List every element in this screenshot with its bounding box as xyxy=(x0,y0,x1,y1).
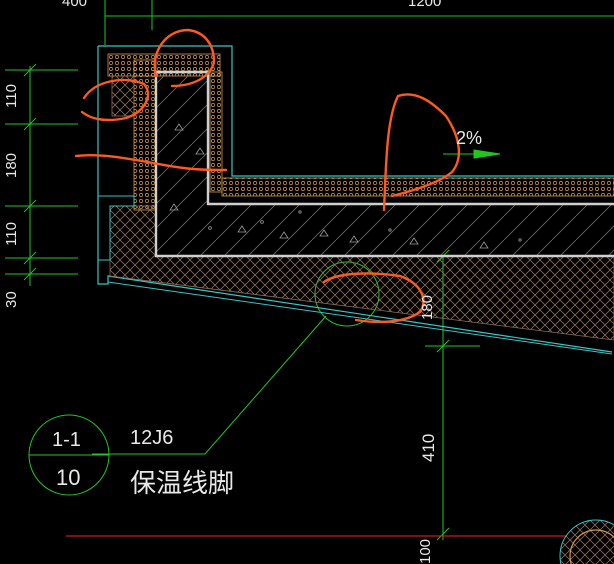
caption: 保温线脚 xyxy=(130,468,234,498)
corner-detail xyxy=(559,519,614,564)
dim-top-left: 400 xyxy=(62,0,87,10)
dim-left-180: 180 xyxy=(3,153,20,178)
slab-outline-bottom xyxy=(154,72,614,258)
insulation-parapet xyxy=(209,71,223,193)
aggregate-marks xyxy=(169,123,522,249)
bubble-top-label: 1-1 xyxy=(52,429,81,451)
dim-right-180: 180 xyxy=(419,295,436,320)
hatch-left-box xyxy=(111,75,135,117)
markup-left-loop xyxy=(80,78,150,122)
reference-code: 12J6 xyxy=(130,427,173,449)
dim-right-410: 410 xyxy=(419,434,438,462)
markup-top-loop xyxy=(153,28,216,88)
step xyxy=(98,195,135,261)
hand-markups xyxy=(74,28,461,324)
dim-left-110-a: 110 xyxy=(3,84,20,108)
insulation-roof xyxy=(221,177,614,197)
dim-left-30: 30 xyxy=(3,291,20,308)
markup-right-loop xyxy=(382,93,461,212)
slope-label: 2% xyxy=(456,128,482,148)
reference-bubble xyxy=(28,414,110,496)
dimension-lines xyxy=(5,0,614,541)
dim-bottom-right: 100 xyxy=(417,539,434,564)
concrete-slab xyxy=(156,72,614,256)
dim-top-right: 1200 xyxy=(408,0,441,10)
dim-left-110-b: 110 xyxy=(3,222,20,246)
markup-left-line xyxy=(74,154,228,172)
bubble-bottom-label: 10 xyxy=(56,465,80,490)
slope-arrow xyxy=(443,149,501,159)
markup-bottom-loop xyxy=(322,272,425,324)
outline xyxy=(98,45,614,177)
outline-left xyxy=(97,46,613,353)
slab-outline xyxy=(156,70,614,206)
